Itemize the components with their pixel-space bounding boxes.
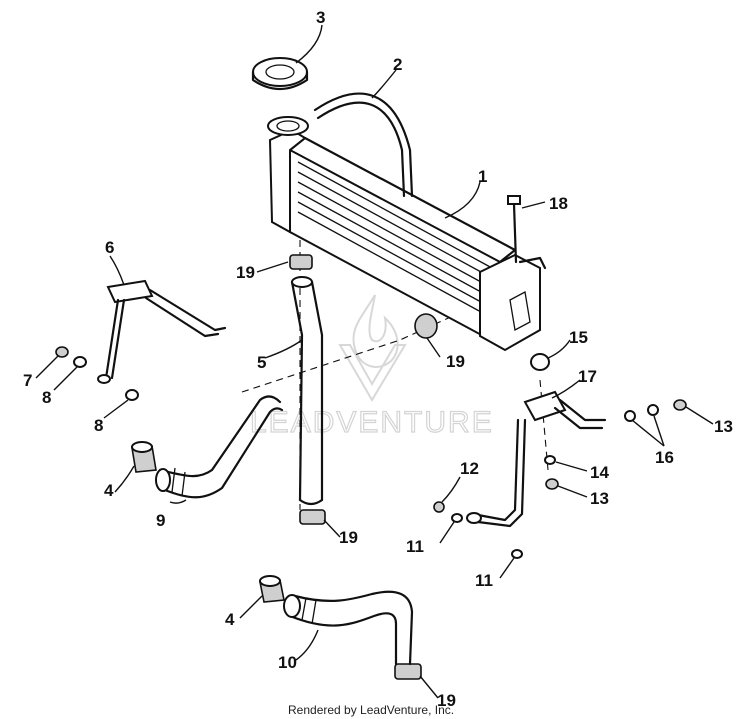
callout-14: 14 [590,463,609,482]
callout-16: 16 [655,448,674,467]
screw [433,501,445,513]
watermark-text: LEADVENTURE [250,406,494,439]
callout-11-lower: 11 [475,571,493,590]
callout-10: 10 [278,653,297,672]
callout-8-upper: 8 [42,388,51,407]
footer-credit: Rendered by LeadVenture, Inc. [288,703,454,717]
hose-clamp-lower [299,509,326,525]
coolant-hose-straight [290,276,324,506]
callout-19-lower: 19 [339,528,358,547]
callout-17: 17 [578,367,597,386]
callout-11-upper: 11 [406,537,424,556]
radiator-cap [251,57,309,91]
callout-1: 1 [478,167,487,186]
left-bracket [97,279,227,384]
callout-8-lower: 8 [94,416,103,435]
callout-labels: 1 2 3 4 4 5 6 7 8 8 9 10 11 11 12 13 13 … [23,8,733,710]
callout-4-upper: 4 [104,481,114,500]
bolt [507,195,521,264]
callout-19-upper: 19 [236,263,255,282]
radiator-core [268,128,547,352]
washer-upper [451,513,463,523]
left-washer-2 [125,389,139,401]
callout-4-lower: 4 [225,610,235,629]
right-washer-group [624,404,659,422]
callout-5: 5 [257,353,266,372]
hose-sleeve-lower [259,575,285,603]
callout-9: 9 [156,511,165,530]
callout-6: 6 [105,238,114,257]
right-nut [673,399,687,411]
callout-19-mid: 19 [446,352,465,371]
callout-15: 15 [569,328,588,347]
outlet-clamp [530,353,550,371]
washer-lower [511,549,523,559]
lock-washer [544,455,556,465]
coolant-hose-lower [283,590,414,666]
overflow-hose [313,92,414,198]
callout-19-bottom: 19 [437,691,456,710]
leadventure-watermark: LEADVENTURE [249,294,494,440]
callout-7: 7 [23,371,32,390]
leader-lines [35,24,714,699]
callout-12: 12 [460,459,479,478]
right-bracket [466,390,607,528]
filler-neck [267,116,309,136]
callout-13-lower: 13 [590,489,609,508]
watermark-flame-logo [338,294,407,402]
hose-sleeve-upper [131,441,157,473]
hose-clamp-mid [414,313,438,339]
callout-2: 2 [393,55,402,74]
callout-13-right: 13 [714,417,733,436]
callout-18: 18 [549,194,568,213]
coolant-hose-bent [155,395,284,499]
hose-clamp-upper [289,254,313,270]
hose-clamp-bottom [394,663,422,680]
bracket-nut [545,478,559,490]
left-washer-1 [73,356,87,368]
callout-3: 3 [316,8,325,27]
left-nut [55,346,69,358]
